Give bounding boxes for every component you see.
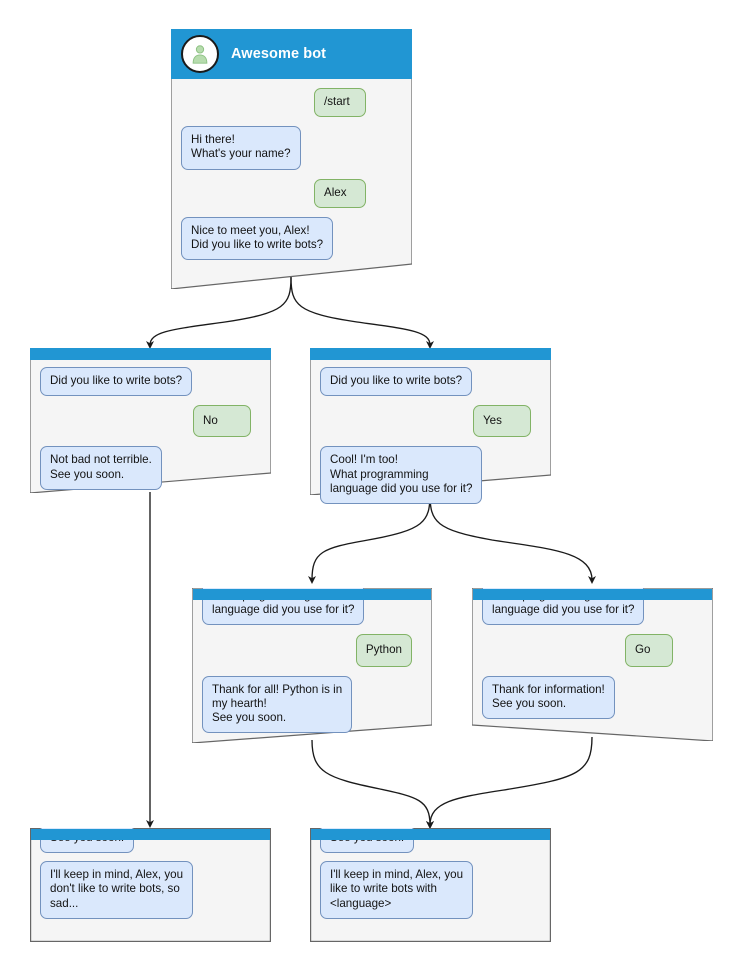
user-message-bubble[interactable]: Python	[355, 634, 412, 667]
message-row: Hi there! What's your name?	[181, 126, 402, 170]
edge-go-to-farewell	[426, 736, 593, 829]
message-row: I'll keep in mind, Alex, you like to wri…	[320, 861, 541, 919]
user-message-bubble[interactable]: /start	[314, 88, 366, 118]
bot-name-label: Awesome bot	[231, 46, 327, 62]
message-row: Yes	[320, 405, 541, 438]
bot-message-bubble[interactable]: I'll keep in mind, Alex, you don't like …	[40, 861, 194, 919]
farewell-happy-card[interactable]: See you soon. I'll keep in mind, Alex, y…	[310, 828, 551, 942]
bot-message-bubble[interactable]: Did you like to write bots?	[40, 367, 193, 397]
start-card-header: Awesome bot	[171, 29, 412, 79]
message-row: Python	[202, 634, 422, 667]
bot-message-bubble[interactable]: Hi there! What's your name?	[181, 126, 301, 170]
farewell-sad-card-header	[31, 829, 270, 840]
bot-message-bubble[interactable]: I'll keep in mind, Alex, you like to wri…	[320, 861, 474, 919]
bot-message-bubble[interactable]: Cool! I'm too! What programming language…	[320, 446, 483, 505]
user-message-bubble[interactable]: Alex	[314, 178, 366, 208]
language-python-card-messages: What programming language did you use fo…	[192, 588, 432, 734]
farewell-happy-card-clip: See you soon. I'll keep in mind, Alex, y…	[310, 828, 551, 942]
language-python-card-header	[193, 589, 431, 600]
start-card-messages: /start Hi there! What's your name? Alex …	[171, 79, 412, 261]
person-icon	[181, 35, 219, 73]
message-row: I'll keep in mind, Alex, you don't like …	[40, 861, 261, 919]
message-row: Thank for information! See you soon.	[482, 675, 703, 720]
bot-message-bubble[interactable]: Thank for information! See you soon.	[482, 675, 615, 720]
message-row: Go	[482, 634, 703, 667]
bot-message-bubble[interactable]: Not bad not terrible. See you soon.	[40, 446, 162, 490]
message-row: Thank for all! Python is in my hearth! S…	[202, 675, 422, 734]
user-message-bubble[interactable]: Go	[625, 634, 673, 667]
farewell-happy-card-header	[311, 829, 550, 840]
message-row: Not bad not terrible. See you soon.	[40, 446, 261, 490]
message-row: Alex	[181, 178, 402, 208]
bot-message-bubble[interactable]: Thank for all! Python is in my hearth! S…	[202, 675, 353, 734]
answer-no-card-messages: Did you like to write bots? No Not bad n…	[30, 362, 271, 490]
farewell-sad-card-clip: See you soon. I'll keep in mind, Alex, y…	[30, 828, 271, 942]
message-row: /start	[181, 88, 402, 118]
language-go-card-messages: What programming language did you use fo…	[472, 588, 713, 720]
message-row: Nice to meet you, Alex! Did you like to …	[181, 216, 402, 261]
language-go-card-clip: What programming language did you use fo…	[472, 588, 713, 741]
farewell-sad-card[interactable]: See you soon. I'll keep in mind, Alex, y…	[30, 828, 271, 942]
message-row: Cool! I'm too! What programming language…	[320, 446, 541, 505]
answer-yes-card-header	[310, 348, 551, 362]
edge-python-to-farewell	[311, 739, 434, 829]
answer-no-card[interactable]: Did you like to write bots? No Not bad n…	[30, 348, 271, 493]
language-python-card-clip: What programming language did you use fo…	[192, 588, 432, 743]
message-row: No	[40, 405, 261, 438]
answer-yes-card[interactable]: Did you like to write bots? Yes Cool! I'…	[310, 348, 551, 505]
message-row: Did you like to write bots?	[40, 367, 261, 397]
language-go-card[interactable]: What programming language did you use fo…	[472, 588, 713, 741]
bot-message-bubble[interactable]: Nice to meet you, Alex! Did you like to …	[181, 216, 334, 261]
farewell-happy-card-messages: See you soon. I'll keep in mind, Alex, y…	[310, 828, 551, 919]
bot-message-bubble[interactable]: Did you like to write bots?	[320, 367, 473, 397]
farewell-sad-card-messages: See you soon. I'll keep in mind, Alex, y…	[30, 828, 271, 919]
message-row: Did you like to write bots?	[320, 367, 541, 397]
language-python-card[interactable]: What programming language did you use fo…	[192, 588, 432, 743]
answer-yes-card-messages: Did you like to write bots? Yes Cool! I'…	[310, 362, 551, 505]
user-message-bubble[interactable]: No	[193, 405, 251, 438]
start-card[interactable]: Awesome bot /start Hi there! What's your…	[171, 29, 412, 289]
language-go-card-header	[473, 589, 712, 600]
user-message-bubble[interactable]: Yes	[473, 405, 531, 438]
answer-no-card-header	[30, 348, 271, 362]
